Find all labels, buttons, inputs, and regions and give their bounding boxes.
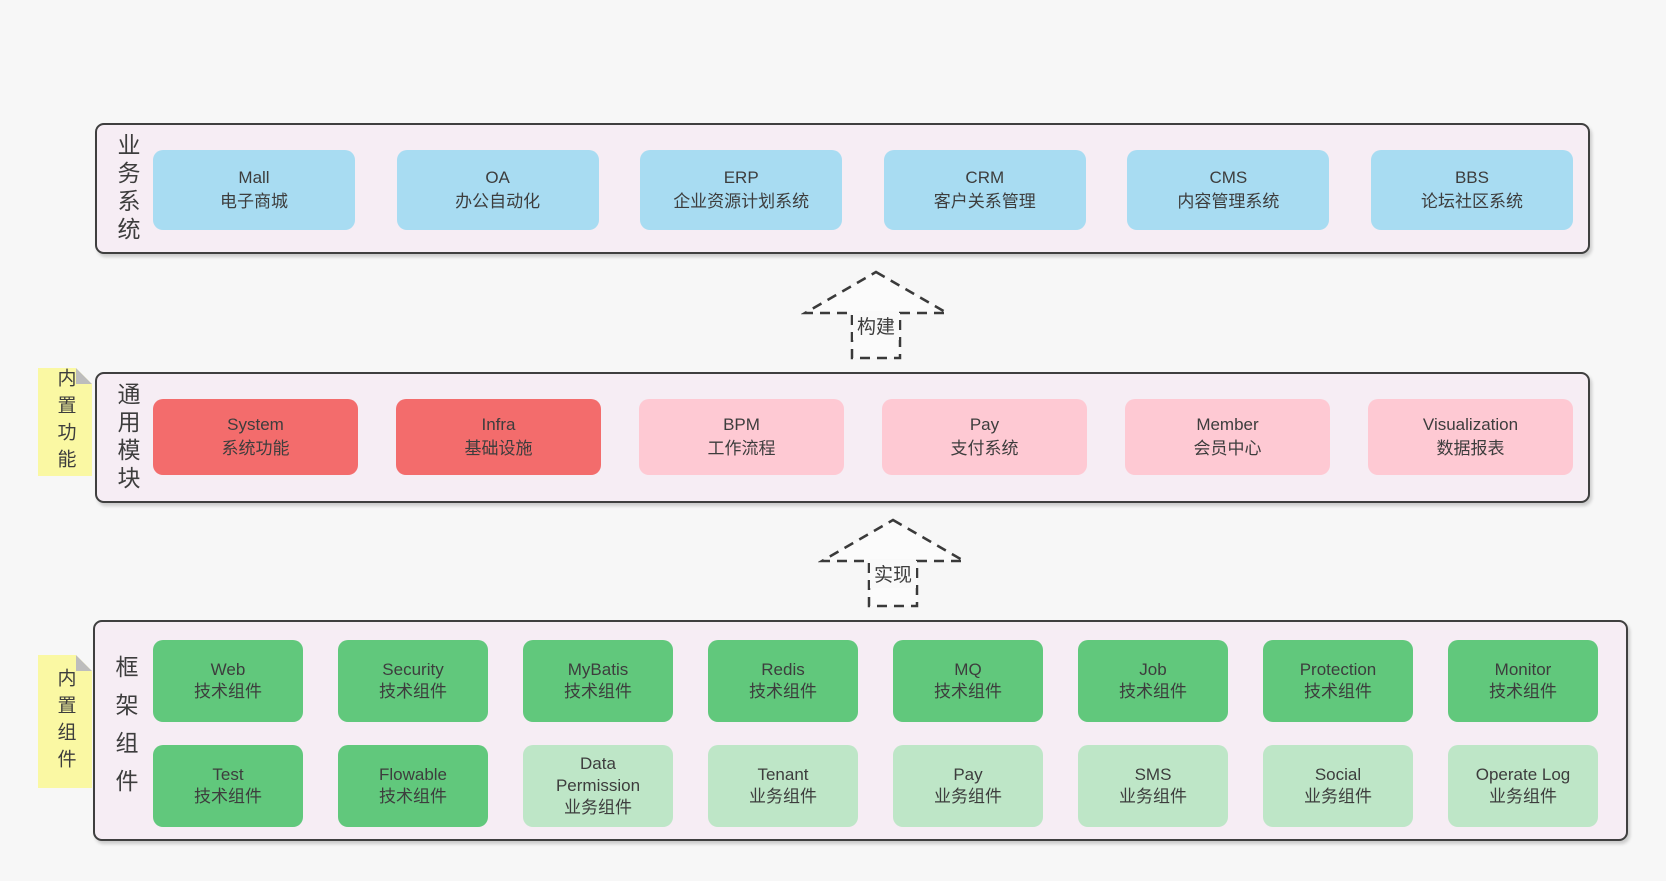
node-social: Social 业务组件: [1263, 745, 1413, 827]
arrow-implement: 实现: [818, 517, 968, 609]
node-title: Flowable: [378, 765, 448, 784]
node-visualization: Visualization 数据报表: [1368, 399, 1573, 475]
node-subtitle: 基础设施: [464, 439, 533, 458]
node-subtitle: 论坛社区系统: [1420, 192, 1523, 211]
arrow-label: 实现: [869, 559, 917, 588]
node-subtitle: 技术组件: [1489, 682, 1557, 701]
node-title: MyBatis: [567, 660, 629, 679]
node-crm: CRM 客户关系管理: [883, 150, 1086, 230]
node-redis: Redis 技术组件: [708, 640, 858, 722]
arrow-build: 构建: [801, 269, 951, 361]
node-subtitle: 业务组件: [1304, 787, 1372, 806]
node-web: Web 技术组件: [153, 640, 303, 722]
node-title: Operate Log: [1475, 765, 1571, 784]
node-monitor: Monitor 技术组件: [1448, 640, 1598, 722]
node-title: OA: [485, 168, 510, 187]
node-title: Data Permission: [555, 754, 641, 795]
node-protection: Protection 技术组件: [1263, 640, 1413, 722]
node-title: Test: [212, 765, 244, 784]
node-title: Mall: [238, 168, 270, 187]
node-data-permission: Data Permission 业务组件: [523, 745, 673, 827]
node-title: Pay: [969, 415, 1000, 434]
node-job: Job 技术组件: [1078, 640, 1228, 722]
node-title: Visualization: [1422, 415, 1519, 434]
node-operate-log: Operate Log 业务组件: [1448, 745, 1598, 827]
sticky-note-built-in-components: 内置组件: [38, 655, 92, 788]
node-title: Member: [1196, 415, 1259, 434]
node-cms: CMS 内容管理系统: [1127, 150, 1330, 230]
node-title: BBS: [1454, 168, 1489, 187]
node-security: Security 技术组件: [338, 640, 488, 722]
node-subtitle: 技术组件: [1304, 682, 1372, 701]
node-subtitle: 企业资源计划系统: [673, 192, 810, 211]
node-subtitle: 系统功能: [221, 439, 290, 458]
node-oa: OA 办公自动化: [396, 150, 599, 230]
node-subtitle: 业务组件: [1489, 787, 1557, 806]
node-subtitle: 工作流程: [707, 439, 776, 458]
node-subtitle: 技术组件: [934, 682, 1002, 701]
arrow-label: 构建: [852, 311, 900, 340]
node-title: Pay: [953, 765, 983, 784]
layer-business-systems: 业务系统 Mall 电子商城 OA 办公自动化 ERP 企业资源计划系统 CRM…: [95, 123, 1590, 254]
node-bbs: BBS 论坛社区系统: [1370, 150, 1573, 230]
node-title: Job: [1139, 660, 1167, 679]
node-title: Infra: [481, 415, 516, 434]
node-subtitle: 会员中心: [1193, 439, 1262, 458]
node-member: Member 会员中心: [1125, 399, 1330, 475]
node-title: CMS: [1209, 168, 1248, 187]
layer-label: 业务系统: [114, 132, 140, 245]
node-subtitle: 客户关系管理: [933, 192, 1036, 211]
node-title: Social: [1314, 765, 1362, 784]
node-subtitle: 业务组件: [564, 798, 632, 817]
node-title: ERP: [723, 168, 759, 187]
node-title: SMS: [1134, 765, 1172, 784]
node-subtitle: 技术组件: [194, 787, 262, 806]
node-subtitle: 数据报表: [1436, 439, 1505, 458]
node-subtitle: 电子商城: [220, 192, 288, 211]
node-subtitle: 业务组件: [1119, 787, 1187, 806]
node-tenant: Tenant 业务组件: [708, 745, 858, 827]
node-subtitle: 办公自动化: [455, 192, 541, 211]
node-pay: Pay 支付系统: [882, 399, 1087, 475]
node-subtitle: 技术组件: [379, 787, 447, 806]
layer-label: 框架组件: [112, 654, 138, 807]
node-subtitle: 技术组件: [564, 682, 632, 701]
node-title: Security: [382, 660, 444, 679]
node-mall: Mall 电子商城: [153, 150, 355, 230]
node-subtitle: 技术组件: [194, 682, 262, 701]
node-title: System: [227, 415, 284, 434]
node-subtitle: 支付系统: [950, 439, 1019, 458]
node-pay-biz: Pay 业务组件: [893, 745, 1043, 827]
sticky-note-label: 内置组件: [54, 667, 76, 776]
node-subtitle: 业务组件: [934, 787, 1002, 806]
layer-label: 通用模块: [114, 381, 140, 494]
node-system: System 系统功能: [153, 399, 358, 475]
node-title: Tenant: [757, 765, 809, 784]
node-title: Monitor: [1494, 660, 1552, 679]
node-subtitle: 业务组件: [749, 787, 817, 806]
sticky-note-label: 内置功能: [54, 368, 76, 476]
node-erp: ERP 企业资源计划系统: [640, 150, 843, 230]
node-title: Web: [210, 660, 246, 679]
node-title: BPM: [723, 415, 760, 434]
node-subtitle: 技术组件: [379, 682, 447, 701]
node-title: CRM: [965, 168, 1005, 187]
node-sms: SMS 业务组件: [1078, 745, 1228, 827]
layer-framework-components: 框架组件 Web 技术组件 Security 技术组件 MyBatis 技术组件…: [93, 620, 1628, 841]
node-subtitle: 内容管理系统: [1177, 192, 1280, 211]
node-infra: Infra 基础设施: [396, 399, 601, 475]
node-title: Protection: [1299, 660, 1377, 679]
node-title: Redis: [761, 660, 805, 679]
node-flowable: Flowable 技术组件: [338, 745, 488, 827]
sticky-note-built-in-features: 内置功能: [38, 368, 92, 476]
node-mybatis: MyBatis 技术组件: [523, 640, 673, 722]
node-title: MQ: [954, 660, 982, 679]
node-subtitle: 技术组件: [749, 682, 817, 701]
node-test: Test 技术组件: [153, 745, 303, 827]
node-mq: MQ 技术组件: [893, 640, 1043, 722]
node-bpm: BPM 工作流程: [639, 399, 844, 475]
node-subtitle: 技术组件: [1119, 682, 1187, 701]
layer-common-modules: 通用模块 System 系统功能 Infra 基础设施 BPM 工作流程 Pay…: [95, 372, 1590, 503]
